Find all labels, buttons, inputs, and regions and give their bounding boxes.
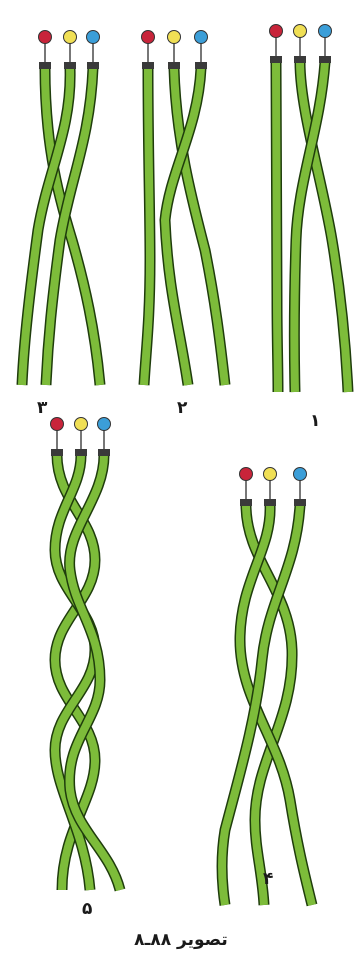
panel-label-1: ۱: [310, 413, 320, 430]
strand-cap-5-blue: [98, 449, 110, 456]
strand-1-a: [276, 62, 278, 392]
panel-label-2: ۲: [177, 400, 187, 417]
knob-red-5: [51, 418, 64, 431]
panel-5-braid: [55, 455, 120, 890]
panel-label-3: ۳: [37, 400, 47, 417]
strand-cap-4-blue: [294, 499, 306, 506]
strand-cap-3-blue: [87, 62, 99, 69]
strand-cap-5-yellow: [75, 449, 87, 456]
knob-blue-5: [98, 418, 111, 431]
knob-blue-2: [195, 31, 208, 44]
knob-blue-1: [319, 25, 332, 38]
knob-red-3: [39, 31, 52, 44]
strand-cap-4-red: [240, 499, 252, 506]
strand-1-b: [300, 62, 348, 392]
knob-blue-4: [294, 468, 307, 481]
strand-cap-2-yellow: [168, 62, 180, 69]
strand-cap-1-yellow: [294, 56, 306, 63]
knob-yellow-1: [294, 25, 307, 38]
knob-red-2: [142, 31, 155, 44]
strand-cap-3-red: [39, 62, 51, 69]
strand-cap-1-red: [270, 56, 282, 63]
strand-cap-1-blue: [319, 56, 331, 63]
strand-cap-2-red: [142, 62, 154, 69]
knob-red-1: [270, 25, 283, 38]
panel-2-braid: [144, 68, 225, 385]
knob-yellow-4: [264, 468, 277, 481]
strand-cap-4-yellow: [264, 499, 276, 506]
panel-4-braid: [222, 505, 312, 905]
knob-yellow-2: [168, 31, 181, 44]
panel-label-5: ۵: [82, 901, 92, 918]
knob-yellow-5: [75, 418, 88, 431]
panel-3-braid: [22, 68, 100, 385]
strand-cap-5-red: [51, 449, 63, 456]
figure-caption: تصویر ۸۸ـ۸: [0, 930, 362, 950]
strand-cap-2-blue: [195, 62, 207, 69]
strand-cap-3-yellow: [64, 62, 76, 69]
knob-yellow-3: [64, 31, 77, 44]
knob-blue-3: [87, 31, 100, 44]
strand-5-c-outline: [70, 455, 120, 890]
knob-red-4: [240, 468, 253, 481]
panel-label-4: ۴: [263, 871, 273, 888]
panel-1-braid: [276, 62, 348, 392]
